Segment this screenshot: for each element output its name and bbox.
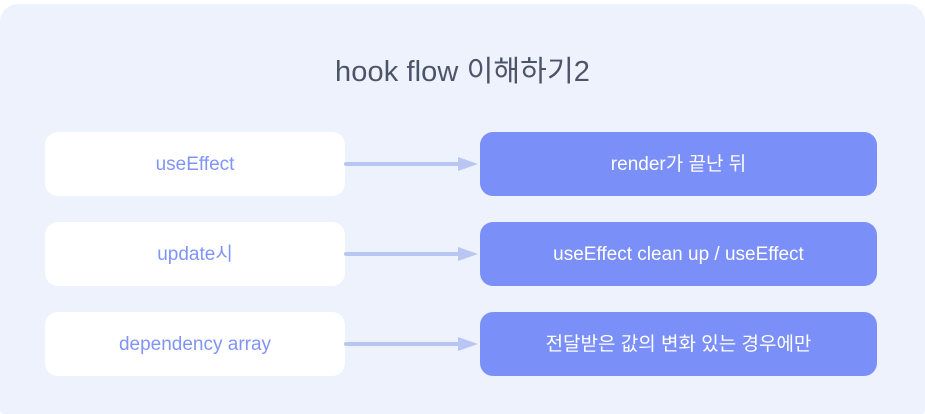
flow-row: useEffect render가 끝난 뒤	[0, 132, 925, 196]
arrow-right-icon	[344, 157, 478, 171]
flow-node-right-label: render가 끝난 뒤	[610, 153, 747, 175]
flow-node-left-label: useEffect	[155, 153, 235, 175]
arrow-right-icon	[344, 337, 478, 351]
flow-connector	[344, 244, 480, 264]
flow-node-right[interactable]: useEffect clean up / useEffect	[480, 222, 877, 286]
slide-panel: hook flow 이해하기2 useEffect render가 끝난 뒤	[0, 4, 925, 414]
flow-row: update시 useEffect clean up / useEffect	[0, 222, 925, 286]
flow-node-left[interactable]: dependency array	[45, 312, 345, 376]
flow-node-right-label: useEffect clean up / useEffect	[553, 243, 804, 265]
flow-node-left[interactable]: update시	[45, 222, 345, 286]
flow-diagram: useEffect render가 끝난 뒤 update시	[0, 4, 925, 414]
page-title: hook flow 이해하기2	[335, 56, 590, 88]
flow-node-right[interactable]: render가 끝난 뒤	[480, 132, 877, 196]
flow-node-left-label: dependency array	[118, 333, 272, 355]
flow-connector	[344, 154, 480, 174]
flow-node-right-label: 전달받은 값의 변화 있는 경우에만	[545, 333, 812, 355]
arrow-right-icon	[344, 247, 478, 261]
flow-connector	[344, 334, 480, 354]
flow-node-right[interactable]: 전달받은 값의 변화 있는 경우에만	[480, 312, 877, 376]
flow-row: dependency array 전달받은 값의 변화 있는 경우에만	[0, 312, 925, 376]
flow-node-left-label: update시	[157, 243, 233, 265]
flow-node-left[interactable]: useEffect	[45, 132, 345, 196]
